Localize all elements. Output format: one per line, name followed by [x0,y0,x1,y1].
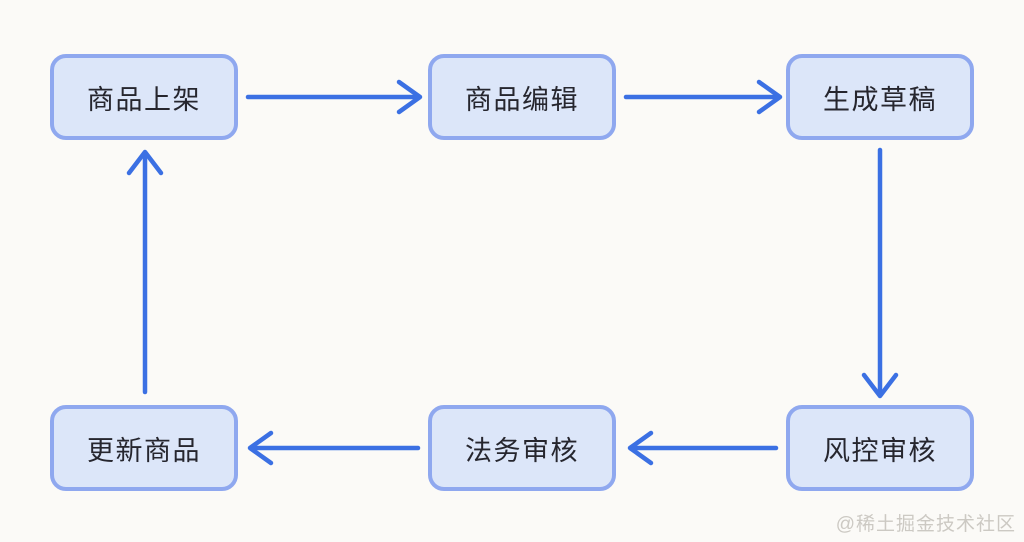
node-product-listing-label: 商品上架 [87,84,201,115]
watermark: @稀土掘金技术社区 [835,514,1016,535]
arrow-draft-to-risk [861,147,899,399]
node-legal-review: 法务审核 [428,405,616,491]
node-product-editing-label: 商品编辑 [465,84,579,115]
node-product-listing: 商品上架 [50,54,238,140]
arrow-listing-to-editing [245,79,423,115]
node-update-product: 更新商品 [50,405,238,491]
node-risk-review-label: 风控审核 [823,435,937,466]
node-product-editing: 商品编辑 [428,54,616,140]
node-risk-review: 风控审核 [786,405,974,491]
node-legal-review-label: 法务审核 [465,435,579,466]
arrow-editing-to-draft [623,79,783,115]
arrow-legal-to-update [247,430,421,466]
node-generate-draft: 生成草稿 [786,54,974,140]
arrow-risk-to-legal [627,430,779,466]
arrow-update-to-listing [126,149,164,395]
node-update-product-label: 更新商品 [87,435,201,466]
node-generate-draft-label: 生成草稿 [823,84,937,115]
